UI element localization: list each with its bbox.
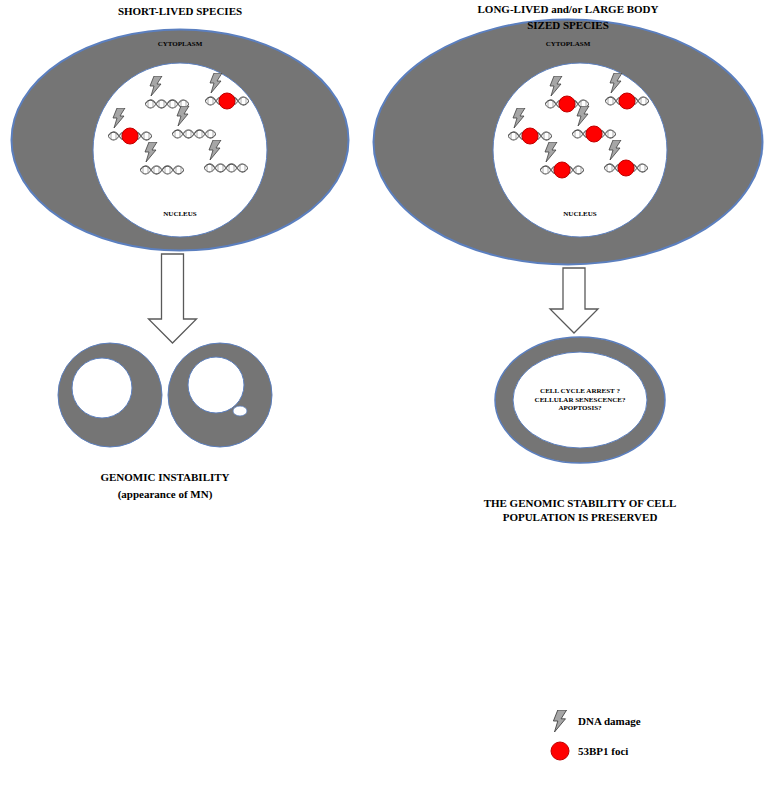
legend-swatch	[551, 742, 569, 760]
column-heading: LONG-LIVED and/or LARGE BODY SIZED SPECI…	[473, 2, 663, 34]
cytoplasm-fill	[374, 20, 763, 265]
block-arrow	[149, 254, 197, 343]
node-text: CYTOPLASM	[508, 40, 628, 49]
node-text: NUCLEUS	[130, 210, 230, 219]
node-text: CYTOPLASM	[120, 40, 240, 49]
node-heading: THE GENOMIC STABILITY OF CELL POPULATION…	[473, 497, 688, 525]
daughter-cell	[168, 343, 272, 447]
node-heading: (appearance of MN)	[51, 488, 279, 502]
nucleus-fill	[513, 352, 647, 448]
legend-text: 53BP1 foci	[578, 740, 628, 762]
nucleus-circle: NUCLEUS	[492, 62, 668, 238]
cell-ellipse: CYTOPLASM NUCLEUS	[372, 18, 764, 266]
nucleus-fill	[493, 63, 667, 237]
column-heading: SHORT-LIVED SPECIES	[55, 4, 305, 20]
cell-ellipse: CYTOPLASM NUCLEUS	[10, 28, 350, 252]
cell-ellipse	[495, 337, 665, 463]
node-text: NUCLEUS	[530, 210, 630, 219]
micronucleus	[233, 406, 247, 416]
cytoplasm-fill	[12, 30, 349, 251]
legend-symbol	[553, 710, 566, 732]
daughter-nucleus	[188, 357, 244, 413]
arrested-cell: CELL CYCLE ARREST ? CELLULAR SENESCENCE?…	[460, 335, 700, 560]
node-text: CELL CYCLE ARREST ? CELLULAR SENESCENCE?…	[524, 387, 636, 413]
legend-sample	[548, 740, 572, 762]
nucleus-fill	[93, 63, 267, 237]
nucleus-circle: NUCLEUS	[92, 62, 268, 238]
shape-outline	[460, 335, 700, 560]
legend-row: DNA damage	[548, 710, 641, 732]
daughter-cell	[58, 343, 162, 447]
block-arrow	[550, 268, 598, 333]
legend-text: DNA damage	[578, 710, 641, 732]
node-text: GENOMIC INSTABILITY	[51, 471, 279, 485]
daughter-nucleus	[72, 358, 132, 418]
legend-sample	[548, 710, 572, 732]
legend-row: 53BP1 foci	[548, 740, 628, 762]
micronucleus-cells: GENOMIC INSTABILITY (appearance of MN)	[50, 345, 280, 515]
